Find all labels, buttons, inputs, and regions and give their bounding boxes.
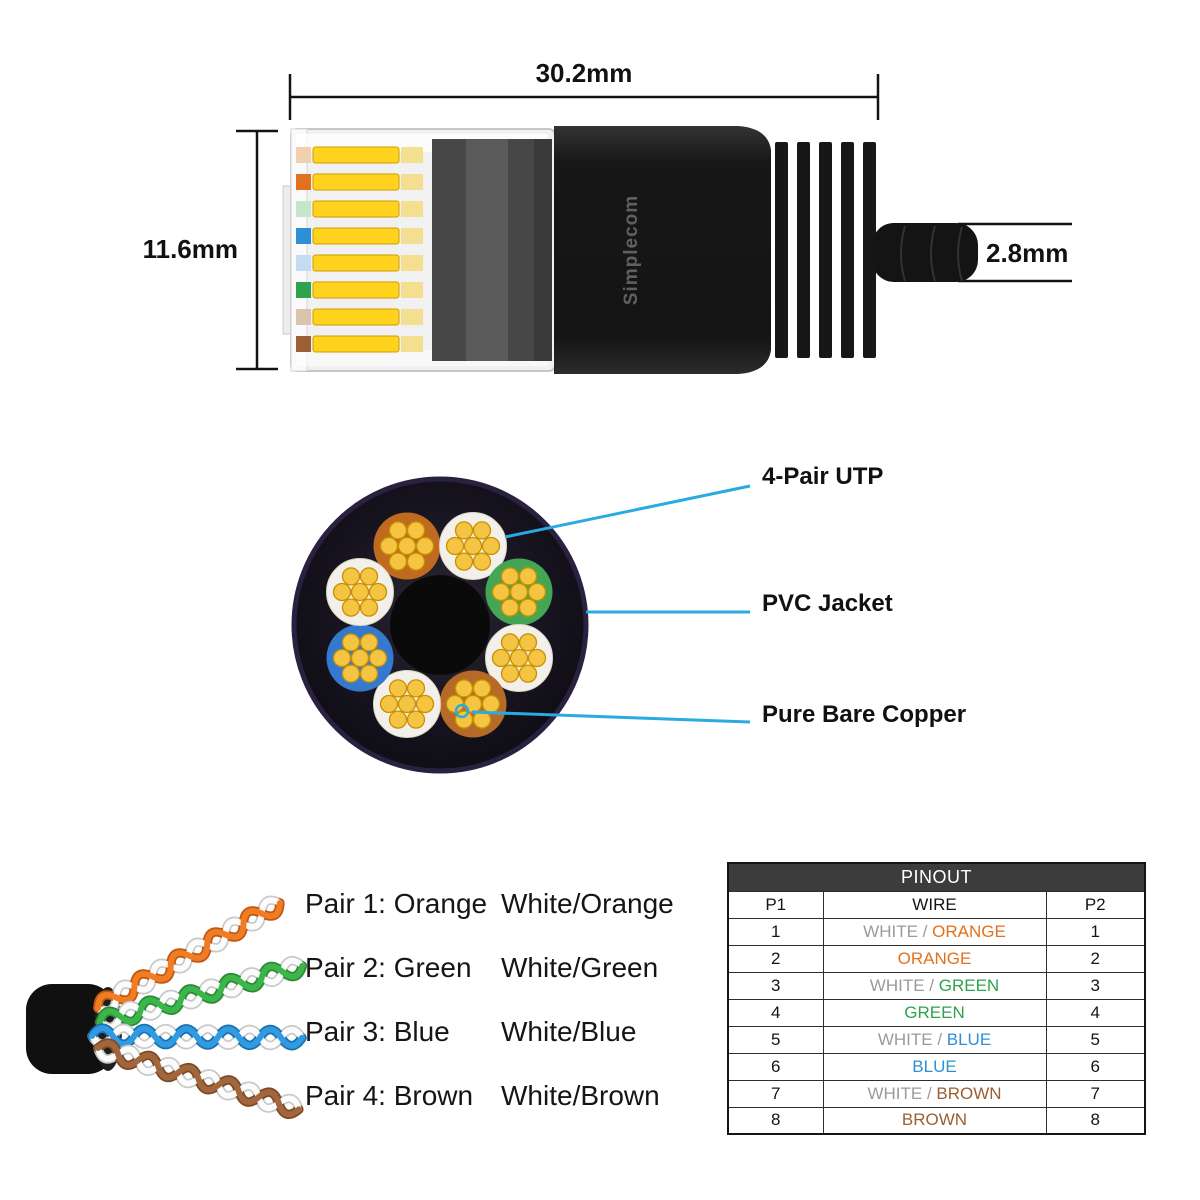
- pinout-p2: 1: [1045, 917, 1146, 946]
- brand-label: Simplecom: [621, 194, 642, 306]
- pinout-p1: 6: [727, 1052, 824, 1081]
- pinout-wire: ORANGE: [822, 944, 1047, 973]
- pinout-header-wire: WIRE: [822, 890, 1047, 919]
- pinout-p2: 3: [1045, 971, 1146, 1000]
- wire-color: ORANGE: [932, 921, 1006, 941]
- pair-white: White/Brown: [501, 1080, 660, 1111]
- twisted-pair-orange: [94, 896, 284, 1015]
- dimension-height-label: 11.6mm: [142, 234, 238, 264]
- height-dimension-lines: [236, 129, 278, 371]
- dimension-width-label: 30.2mm: [535, 58, 633, 88]
- cable: [872, 223, 978, 282]
- pinout-p1: 8: [727, 1106, 824, 1135]
- pair-row: Pair 4: Brown White/Brown: [305, 1064, 674, 1128]
- pinout-wire: WHITE / ORANGE: [822, 917, 1047, 946]
- wire-bundle-green: [485, 558, 553, 626]
- pair-white: White/Orange: [501, 888, 674, 919]
- dimension-cable-label: 2.8mm: [986, 238, 1069, 268]
- pinout-p1: 1: [727, 917, 824, 946]
- pinout-wire: GREEN: [822, 998, 1047, 1027]
- wire-separator: /: [922, 1083, 937, 1103]
- twisted-pairs-drawing: [26, 896, 305, 1117]
- pair-white: White/Blue: [501, 1016, 637, 1047]
- pair-row: Pair 1: Orange White/Orange: [305, 872, 674, 936]
- pinout-row: 2 ORANGE 2: [727, 944, 1146, 973]
- pvc-jacket-label: PVC Jacket: [762, 590, 893, 617]
- pinout-p2: 8: [1045, 1106, 1146, 1135]
- wire-white: WHITE: [863, 921, 918, 941]
- pinout-p1: 5: [727, 1025, 824, 1054]
- wire-separator: /: [917, 921, 933, 941]
- pair-list: Pair 1: Orange White/Orange Pair 2: Gree…: [305, 872, 674, 1128]
- wire-color: GREEN: [904, 1002, 965, 1022]
- pinout-row: 7 WHITE / BROWN 7: [727, 1079, 1146, 1108]
- wire-bundle-white: [439, 512, 507, 580]
- utp-label: 4-Pair UTP: [762, 463, 884, 490]
- wire-color: BROWN: [901, 1110, 968, 1130]
- pinout-row: 3 WHITE / GREEN 3: [727, 971, 1146, 1000]
- rj45-connector: [282, 126, 978, 374]
- pinout-header-p2: P2: [1045, 890, 1146, 919]
- pinout-wire: BROWN: [822, 1106, 1047, 1135]
- pinout-header-p1: P1: [727, 890, 824, 919]
- pinout-wire: WHITE / GREEN: [822, 971, 1047, 1000]
- pinout-p1: 7: [727, 1079, 824, 1108]
- wire-color: BLUE: [946, 1029, 992, 1049]
- pinout-p1: 3: [727, 971, 824, 1000]
- pinout-wire: WHITE / BROWN: [822, 1079, 1047, 1108]
- pinout-row: 6 BLUE 6: [727, 1052, 1146, 1081]
- connector-pins: [296, 146, 423, 353]
- wire-color: ORANGE: [897, 948, 972, 968]
- wire-bundle-brown: [439, 670, 507, 738]
- pinout-row: 1 WHITE / ORANGE 1: [727, 917, 1146, 946]
- twisted-pair-brown: [96, 1040, 302, 1117]
- pinout-row: 8 BROWN 8: [727, 1106, 1146, 1135]
- pinout-wire: WHITE / BLUE: [822, 1025, 1047, 1054]
- width-dimension-lines: [288, 74, 880, 120]
- pinout-p2: 5: [1045, 1025, 1146, 1054]
- cable-dimension-lines: [958, 222, 1072, 283]
- wire-separator: /: [932, 1029, 947, 1049]
- wire-bundle-blue: [326, 624, 394, 692]
- twisted-pair-blue: [92, 1028, 302, 1046]
- pair-name: Pair 1: Orange: [305, 888, 488, 919]
- wire-color: GREEN: [938, 975, 1000, 995]
- pinout-p1: 4: [727, 998, 824, 1027]
- pinout-title: PINOUT: [727, 862, 1146, 892]
- pinout-wire: BLUE: [822, 1052, 1047, 1081]
- leader-lines: [454, 484, 751, 724]
- pinout-header-row: P1 WIRE P2: [727, 890, 1146, 919]
- pair-name: Pair 4: Brown: [305, 1080, 474, 1111]
- pinout-table: PINOUT P1 WIRE P2 1 WHITE / ORANGE 1 2 O…: [727, 862, 1146, 1135]
- pair-name: Pair 3: Blue: [305, 1016, 450, 1047]
- wire-separator: /: [924, 975, 939, 995]
- wire-white: WHITE: [877, 1029, 933, 1049]
- pair-row: Pair 2: Green White/Green: [305, 936, 674, 1000]
- strain-relief-ribs: [775, 142, 876, 358]
- connector-overmold: [554, 126, 771, 374]
- pinout-p2: 7: [1045, 1079, 1146, 1108]
- wire-bundle-orange: [373, 512, 441, 580]
- wire-color: BLUE: [912, 1056, 957, 1076]
- copper-marker-circle: [454, 703, 470, 719]
- wire-white: WHITE: [869, 975, 925, 995]
- pair-name: Pair 2: Green: [305, 952, 472, 983]
- copper-label: Pure Bare Copper: [762, 701, 967, 728]
- pinout-p2: 4: [1045, 998, 1146, 1027]
- connector-clear-head: [282, 128, 556, 372]
- wire-bundle-white: [373, 670, 441, 738]
- cable-cross-section: [291, 476, 589, 774]
- wire-white: WHITE: [867, 1083, 923, 1103]
- pair-row: Pair 3: Blue White/Blue: [305, 1000, 674, 1064]
- pair-white: White/Green: [501, 952, 659, 983]
- wire-bundle-white: [485, 624, 553, 692]
- pinout-p2: 6: [1045, 1052, 1146, 1081]
- pinout-p1: 2: [727, 944, 824, 973]
- pinout-row: 5 WHITE / BLUE 5: [727, 1025, 1146, 1054]
- wire-color: BROWN: [936, 1083, 1002, 1103]
- pinout-p2: 2: [1045, 944, 1146, 973]
- pinout-row: 4 GREEN 4: [727, 998, 1146, 1027]
- wire-bundle-white: [326, 558, 394, 626]
